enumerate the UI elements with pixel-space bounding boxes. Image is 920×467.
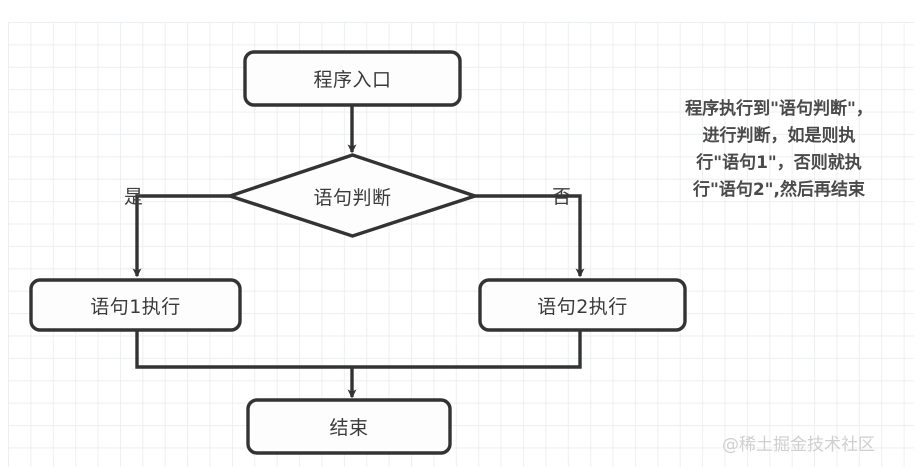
- connector-stmt1-to-merge: [135, 330, 352, 369]
- node-end-shape[interactable]: [246, 398, 452, 455]
- annotation-line-3: 行"语句1"，否则就执: [696, 153, 862, 173]
- annotation-line-2: 进行判断，如是则执: [702, 126, 856, 146]
- annotation-line-4: 行"语句2",然后再结束: [692, 180, 865, 200]
- connector-decision-to-stmt1: [132, 194, 230, 278]
- node-stmt2-shape[interactable]: [478, 278, 687, 332]
- branch-label-no: 否: [552, 186, 572, 208]
- node-decision-shape[interactable]: [228, 153, 477, 238]
- annotation-text: 程序执行到"语句判断"， 进行判断，如是则执 行"语句1"，否则就执 行"语句2…: [648, 96, 910, 204]
- connector-stmt2-to-merge: [352, 330, 582, 369]
- annotation-line-1: 程序执行到"语句判断"，: [685, 99, 873, 119]
- branch-label-yes: 是: [124, 186, 144, 208]
- node-entry-shape[interactable]: [243, 50, 462, 107]
- watermark: @稀土掘金技术社区: [722, 435, 875, 455]
- connector-decision-to-stmt2: [475, 194, 585, 278]
- node-stmt1-shape[interactable]: [29, 278, 242, 332]
